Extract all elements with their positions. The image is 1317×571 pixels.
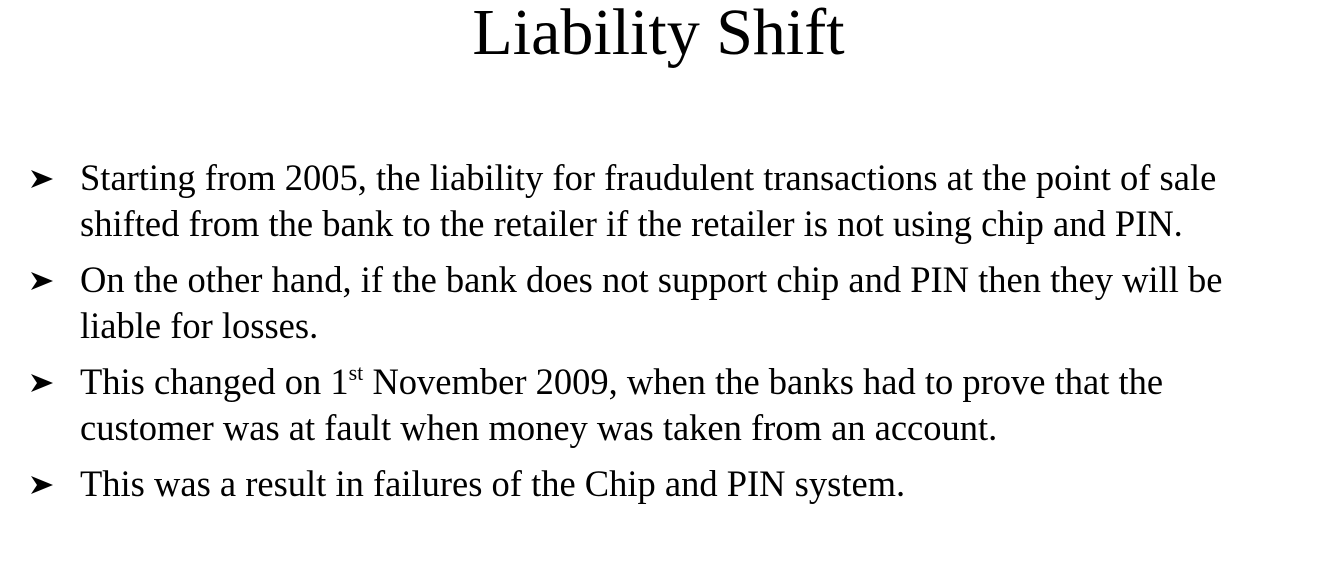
bullet-item: On the other hand, if the bank does not …	[30, 257, 1305, 349]
arrowhead-bullet-icon	[30, 373, 54, 393]
bullet-text: Starting from 2005, the liability for fr…	[80, 157, 1217, 244]
bullet-text-before: This changed on 1	[80, 361, 349, 402]
bullet-text: On the other hand, if the bank does not …	[80, 259, 1223, 346]
ordinal-superscript: st	[348, 360, 364, 385]
bullet-list: Starting from 2005, the liability for fr…	[30, 155, 1305, 517]
slide-title: Liability Shift	[472, 0, 845, 69]
bullet-item: Starting from 2005, the liability for fr…	[30, 155, 1305, 247]
bullet-item: This was a result in failures of the Chi…	[30, 461, 1305, 507]
arrowhead-bullet-icon	[30, 169, 54, 189]
bullet-text: This was a result in failures of the Chi…	[80, 463, 906, 504]
bullet-item: This changed on 1st November 2009, when …	[30, 359, 1305, 451]
bullet-text: This changed on 1st November 2009, when …	[80, 361, 1163, 448]
arrowhead-bullet-icon	[30, 271, 54, 291]
bullet-text-after: November 2009, when the banks had to pro…	[80, 361, 1164, 448]
arrowhead-bullet-icon	[30, 475, 54, 495]
